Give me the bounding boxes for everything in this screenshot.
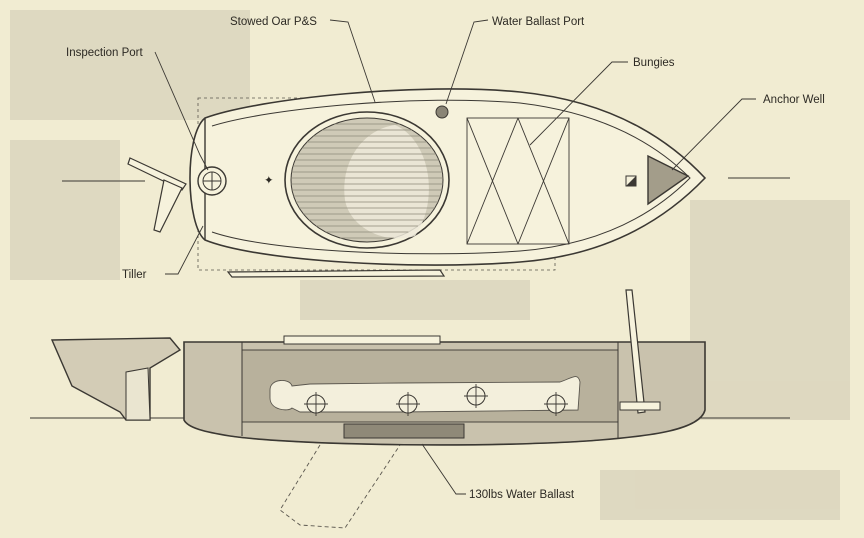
figure-silhouette: [269, 376, 581, 413]
top-view: ✦: [127, 88, 707, 278]
daggerboard-outline: [279, 444, 401, 529]
label-bungies: Bungies: [633, 57, 675, 69]
side-view: [50, 289, 706, 529]
leader-inspection-port: [154, 51, 209, 171]
oar-blade-top: [226, 269, 446, 278]
water-ballast-box: [343, 423, 465, 439]
ballast-ports: [304, 384, 568, 416]
label-anchor-well: Anchor Well: [763, 94, 825, 106]
ballast-port-crosshair: [464, 384, 488, 408]
label-tiller: Tiller: [122, 269, 147, 281]
ballast-port-crosshair: [304, 392, 328, 416]
oar-side: [625, 289, 646, 414]
label-inspection-port: Inspection Port: [66, 47, 144, 59]
center-mark: ✦: [264, 175, 274, 187]
label-water-ballast: 130lbs Water Ballast: [469, 489, 575, 501]
leader-water-ballast-port: [445, 19, 489, 105]
label-water-ballast-port: Water Ballast Port: [492, 16, 585, 28]
ballast-port-crosshair: [396, 392, 420, 416]
leader-bungies: [529, 61, 628, 146]
inspection-port: [197, 166, 227, 196]
leader-water-ballast: [421, 443, 466, 495]
hatch: [284, 111, 450, 249]
hatch-coaming: [283, 335, 441, 345]
leader-tiller: [165, 225, 204, 275]
rudder-side: [50, 337, 182, 421]
ballast-port-crosshair: [544, 392, 568, 416]
deck-fitting: [625, 175, 637, 187]
label-stowed-oar: Stowed Oar P&S: [230, 16, 317, 28]
background-texture: [10, 10, 850, 520]
callouts: [154, 19, 756, 495]
water-ballast-port: [435, 105, 449, 119]
bungies: [466, 117, 570, 245]
anchor-well: [647, 154, 690, 206]
leader-stowed-oar: [329, 19, 376, 103]
leader-anchor-well: [671, 98, 756, 171]
gunwale-line: [211, 99, 691, 255]
tiller-top: [127, 157, 187, 233]
